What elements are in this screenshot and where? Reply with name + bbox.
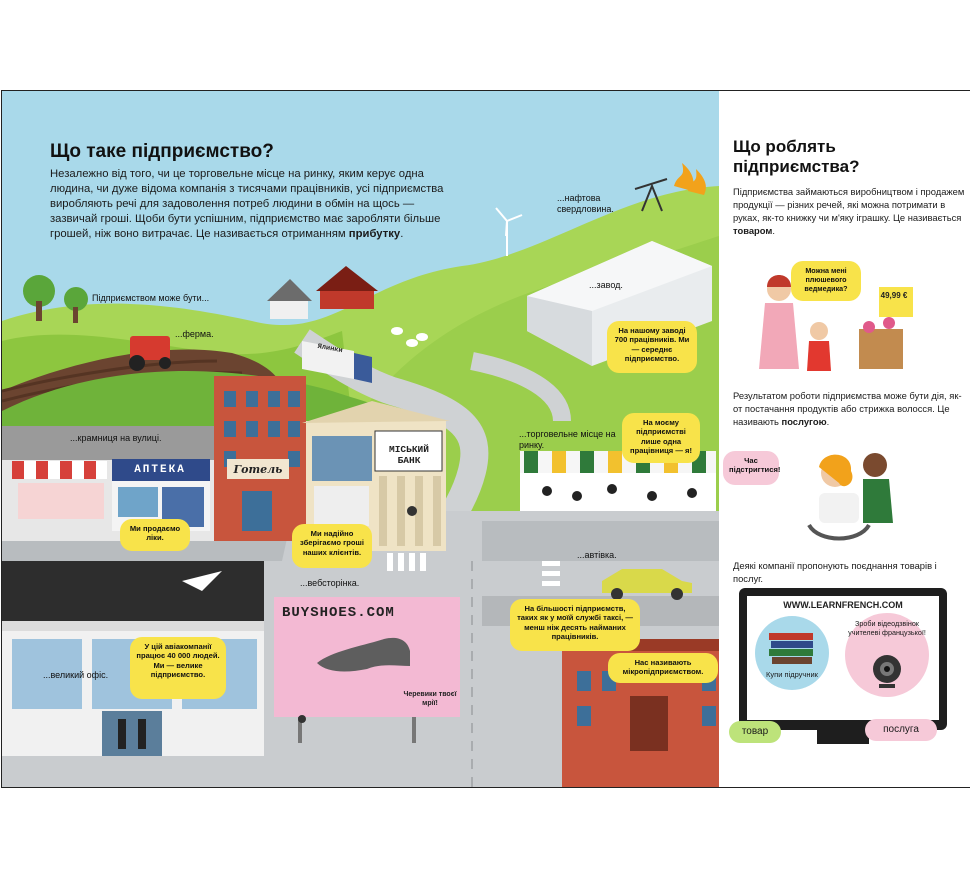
intro-end: . [400, 228, 404, 240]
bubble-pharmacy: Ми продаємо ліки. [120, 519, 190, 551]
video-caption: Зроби відеодзвінок учителеві французької… [848, 619, 926, 637]
bubble-bank: Ми надійно зберігаємо гроші наших клієнт… [292, 524, 372, 568]
sidebar-panel: Що роблять підприємства? Підприємства за… [719, 91, 970, 787]
intro-text: Незалежно від того, чи це торговельне мі… [50, 168, 444, 240]
services-keyword: послугою [781, 416, 827, 427]
label-oil-well: ...нафтова свердловина. [557, 193, 614, 214]
bubble-office-bold: велике підприємство [150, 660, 204, 680]
label-taxi: ...автівка. [577, 550, 617, 560]
bubble-teddy: Можна мені плюшевого ведмедика? [791, 261, 861, 301]
sign-pharmacy: АПТЕКА [134, 464, 186, 476]
intro-paragraph: Незалежно від того, чи це торговельне мі… [50, 167, 452, 242]
books-icon [769, 633, 813, 664]
bubble-factory-bold: середнє підприємство [624, 344, 678, 364]
bubble-factory-end: . [677, 354, 680, 364]
label-factory: ...завод. [589, 280, 623, 290]
haircut-illustration [807, 453, 893, 541]
sign-bank: МІСЬКИЙ БАНК [389, 444, 429, 466]
bubble-micro: Нас називають мікропідприємством. [608, 653, 718, 683]
goods-keyword: товаром [733, 225, 773, 236]
intro-keyword-profit: прибутку [348, 228, 401, 240]
goods-end: . [772, 225, 775, 236]
page-title: Що таке підприємство? [50, 141, 274, 162]
toy-shop-illustration [759, 275, 913, 371]
label-shop: ...крамниця на вулиці. [70, 433, 162, 443]
sidebar-paragraph-services: Результатом роботи підприємства може бут… [733, 389, 965, 428]
sign-shoes-tag: Черевики твоєї мрії! [403, 691, 457, 707]
services-text: Результатом роботи підприємства може бут… [733, 390, 962, 427]
book-spread: Що таке підприємство? Незалежно від того… [1, 90, 970, 788]
bubble-factory-text: На нашому заводі 700 працівників. Ми — [614, 326, 690, 354]
sign-hotel: Готель [233, 463, 283, 476]
label-farm: ...ферма. [175, 329, 214, 339]
bubble-haircut: Час підстригтися! [723, 451, 780, 485]
sign-website: BUYSHOES.COM [282, 605, 395, 621]
bubble-factory: На нашому заводі 700 працівників. Ми — с… [607, 321, 697, 373]
website-url: WWW.LEARNFRENCH.COM [783, 600, 903, 610]
sidebar-paragraph-both: Деякі компанії пропонують поєднання това… [733, 560, 937, 584]
monitor-stand [817, 730, 869, 744]
label-website: ...вебсторінка. [300, 578, 360, 588]
bubble-office: У цій авіакомпанії працює 40 000 людей. … [130, 637, 226, 699]
books-caption: Купи підручник [766, 670, 818, 679]
town-illustration [2, 91, 719, 787]
bubble-taxi: На більшості підприємств, таких як у мої… [510, 599, 640, 651]
tag-goods: товар [729, 721, 781, 743]
price-tag: 49,99 € [880, 291, 908, 300]
services-end: . [826, 416, 830, 427]
goods-text: Підприємства займаються виробництвом і п… [733, 186, 965, 223]
sidebar-title: Що роблять підприємства? [733, 137, 860, 176]
tag-service: послуга [865, 719, 937, 741]
bubble-office-text: У цій авіакомпанії працює 40 000 людей. … [136, 642, 220, 670]
label-office: ...великий офіс. [43, 670, 109, 680]
webcam-icon [873, 655, 901, 688]
label-can-be: Підприємством може бути... [92, 293, 210, 303]
sidebar-paragraph-goods: Підприємства займаються виробництвом і п… [733, 185, 965, 237]
bubble-market: На моєму підприємстві лише одна працівни… [622, 413, 700, 463]
label-market: ...торговельне місце на ринку. [519, 429, 616, 450]
bubble-office-end: . [203, 670, 206, 680]
